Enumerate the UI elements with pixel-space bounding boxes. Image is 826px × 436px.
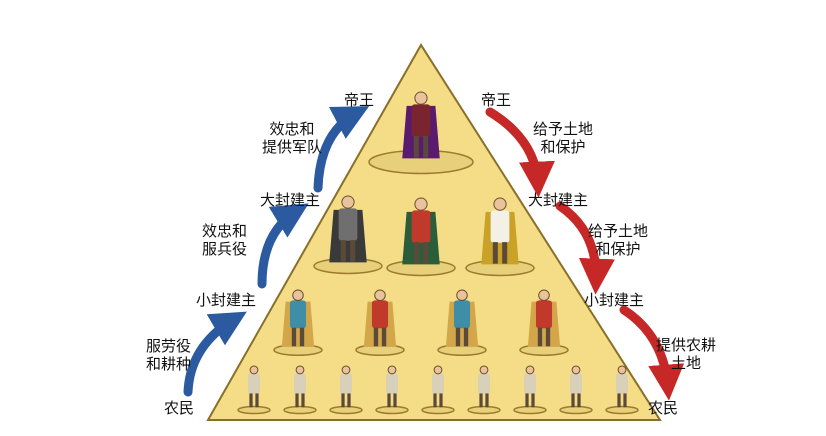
right-emperor-label: 帝王 <box>481 91 512 109</box>
left-emperor-label: 帝王 <box>344 91 375 109</box>
peasant-figure <box>386 365 398 408</box>
left-small-lord-label: 小封建主 <box>196 291 257 309</box>
peasant-figure <box>478 365 490 408</box>
arrow-up-small-lord-to-great-lord <box>257 203 309 289</box>
right-great-lord-label: 大封建主 <box>528 191 589 209</box>
left-arrow-mid-label: 效忠和 服兵役 <box>202 222 248 258</box>
emperor-figure <box>402 91 440 159</box>
right-arrow-bottom-label: 提供农耕 土地 <box>656 336 717 372</box>
small-lord-figure <box>363 289 397 347</box>
arrow-down-small-lord-to-peasant <box>619 305 685 401</box>
peasant-figure-platform <box>559 405 593 415</box>
small-lord-figure <box>445 289 479 347</box>
left-arrow-bottom-label: 服劳役 和耕种 <box>146 337 192 373</box>
peasant-figure-platform <box>421 405 455 415</box>
right-arrow-top-label: 给予土地 和保护 <box>533 120 594 156</box>
peasant-figure <box>248 365 260 408</box>
figures-group <box>248 91 628 408</box>
peasant-figure <box>616 365 628 408</box>
peasant-figure <box>570 365 582 408</box>
left-arrow-top-label: 效忠和 提供军队 <box>262 120 323 156</box>
left-great-lord-label: 大封建主 <box>260 191 321 209</box>
peasant-figure-platform <box>605 405 639 415</box>
arrow-down-emperor-to-great-lord <box>485 107 555 198</box>
great-lord-figure <box>481 197 519 265</box>
peasant-figure <box>432 365 444 408</box>
peasant-figure-platform <box>283 405 317 415</box>
peasant-figure-platform <box>467 405 501 415</box>
peasant-figure-platform <box>329 405 363 415</box>
small-lord-figure <box>527 289 561 347</box>
peasant-figure-platform <box>237 405 271 415</box>
peasant-figure-platform <box>375 405 409 415</box>
peasant-figure <box>524 365 536 408</box>
left-peasant-label: 农民 <box>164 399 195 417</box>
small-lord-figure <box>281 289 315 347</box>
arrow-up-great-lord-to-emperor <box>313 106 370 193</box>
peasant-figure <box>340 365 352 408</box>
right-small-lord-label: 小封建主 <box>584 291 645 309</box>
peasant-figure <box>294 365 306 408</box>
great-lord-figure <box>329 195 367 263</box>
right-peasant-label: 农民 <box>648 399 679 417</box>
right-arrow-mid-label: 给予土地 和保护 <box>588 222 649 258</box>
arrow-down-great-lord-to-small-lord <box>555 201 615 295</box>
arrow-up-peasant-to-small-lord <box>183 311 247 397</box>
great-lord-figure <box>402 197 440 265</box>
peasant-figure-platform <box>513 405 547 415</box>
